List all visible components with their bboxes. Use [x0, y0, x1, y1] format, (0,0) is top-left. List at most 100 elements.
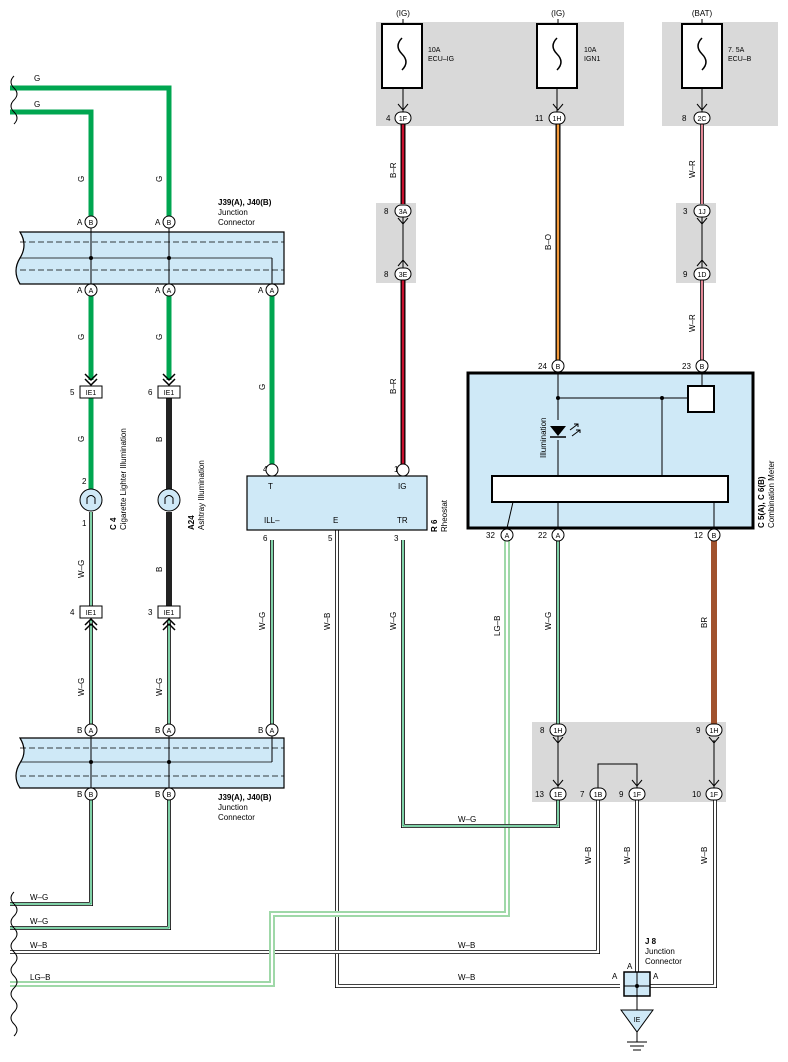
cig-desc: Cigarette Lighter Illumination [119, 428, 128, 530]
pin-3a: 3A [399, 209, 408, 216]
svg-text:A: A [77, 286, 83, 295]
svg-text:W–G: W–G [77, 560, 86, 578]
svg-text:G: G [155, 176, 164, 182]
pin-1e: 1E [554, 792, 563, 799]
rheostat-ig: IG [398, 482, 406, 491]
cig-pin-top: 2 [82, 477, 87, 486]
meter-pin-32: 32 [486, 531, 495, 540]
svg-text:B: B [155, 790, 160, 799]
ie1-pin-6: 6 [148, 388, 153, 397]
fuse1-name: ECU–IG [428, 56, 454, 63]
pin-num-8: 8 [682, 114, 687, 123]
svg-text:W–B: W–B [623, 847, 632, 864]
svg-text:B: B [89, 220, 94, 227]
j8-desc1: Junction [645, 947, 675, 956]
svg-text:G: G [34, 100, 40, 109]
svg-text:W–G: W–G [77, 678, 86, 696]
pin-1h-b: 1H [710, 728, 719, 735]
pin-1f-b: 1F [710, 792, 718, 799]
svg-text:3: 3 [683, 207, 688, 216]
svg-text:W–B: W–B [584, 847, 593, 864]
wire-lgb [10, 540, 510, 987]
ie1-connectors [79, 373, 181, 631]
svg-text:B–O: B–O [544, 234, 553, 250]
ie1-c: IE1 [86, 610, 97, 617]
svg-text:A: A [155, 286, 161, 295]
pin-1f-a: 1F [633, 792, 641, 799]
ie1-pin-4: 4 [70, 608, 75, 617]
svg-text:W–B: W–B [700, 847, 709, 864]
cigarette-lighter-lamp [79, 488, 103, 512]
ash-id: A24 [187, 515, 196, 530]
fuse3-rating: 7. 5A [728, 47, 745, 54]
svg-text:W–B: W–B [458, 941, 475, 950]
fuse1-power: (IG) [396, 9, 410, 18]
svg-text:B: B [700, 364, 705, 371]
wire-wg-bottom [10, 800, 171, 930]
svg-text:W–R: W–R [688, 160, 697, 178]
pin-1b: 1B [594, 792, 603, 799]
cig-id: C 4 [109, 517, 118, 530]
pin-num-4: 4 [386, 114, 391, 123]
svg-text:W–B: W–B [458, 973, 475, 982]
rheostat-e: E [333, 516, 338, 525]
svg-text:B: B [155, 567, 164, 572]
svg-text:A: A [77, 218, 83, 227]
svg-text:G: G [155, 334, 164, 340]
svg-text:B: B [556, 364, 561, 371]
svg-text:W–R: W–R [688, 314, 697, 332]
svg-text:B: B [167, 220, 172, 227]
rheostat-box [246, 475, 428, 531]
wire-wb-right [650, 800, 717, 988]
rheostat-pin-6: 6 [263, 534, 268, 543]
rheostat-ill: ILL– [264, 516, 280, 525]
cig-pin-bot: 1 [82, 519, 87, 528]
svg-text:8: 8 [384, 270, 389, 279]
rheostat-id: R 6 [430, 519, 439, 532]
svg-text:13: 13 [535, 790, 544, 799]
svg-text:A: A [167, 288, 172, 295]
wire-g-1 [10, 85, 172, 222]
svg-text:W–B: W–B [323, 613, 332, 630]
wire-wb-left [10, 800, 600, 954]
svg-text:10: 10 [692, 790, 701, 799]
rheostat-pin-4: 4 [263, 465, 268, 474]
svg-text:B: B [712, 533, 717, 540]
svg-text:B: B [77, 790, 82, 799]
fuse3-name: ECU–B [728, 56, 752, 63]
pin-1d: 1D [698, 272, 707, 279]
fuse2-name: IGN1 [584, 56, 600, 63]
svg-text:9: 9 [683, 270, 688, 279]
rheostat-pin-5: 5 [328, 534, 333, 543]
j8-desc2: Connector [645, 957, 682, 966]
svg-text:B–R: B–R [389, 162, 398, 178]
jc-pin-letters: B B A A A A A A B B A A A A A B B B B B [77, 218, 275, 799]
svg-text:8: 8 [540, 726, 545, 735]
svg-text:B: B [167, 792, 172, 799]
ashtray-lamp [157, 488, 181, 512]
svg-text:A: A [258, 286, 264, 295]
svg-text:W–B: W–B [30, 941, 47, 950]
meter-control-box [687, 385, 715, 413]
illumination-led-icon [550, 423, 581, 438]
svg-text:W–G: W–G [30, 893, 48, 902]
svg-text:7: 7 [580, 790, 585, 799]
fuse2-rating: 10A [584, 47, 597, 54]
meter-pin-23: 23 [682, 362, 691, 371]
svg-text:A: A [556, 533, 561, 540]
junction-bottom-desc1: Junction [218, 803, 248, 812]
svg-text:A: A [270, 288, 275, 295]
pin-1f: 1F [399, 116, 407, 123]
meter-desc: Combination Meter [767, 460, 776, 528]
wire-wg-lower [89, 540, 274, 724]
rheostat-tr: TR [397, 516, 408, 525]
fuse-ecu-b [681, 23, 723, 89]
pin-1h-a: 1H [554, 728, 563, 735]
svg-text:W–G: W–G [544, 612, 553, 630]
ie1-a: IE1 [86, 390, 97, 397]
svg-text:G: G [77, 436, 86, 442]
svg-text:A: A [155, 218, 161, 227]
rheostat-desc: Rheostat [440, 499, 449, 532]
pin-1j: 1J [698, 209, 705, 216]
